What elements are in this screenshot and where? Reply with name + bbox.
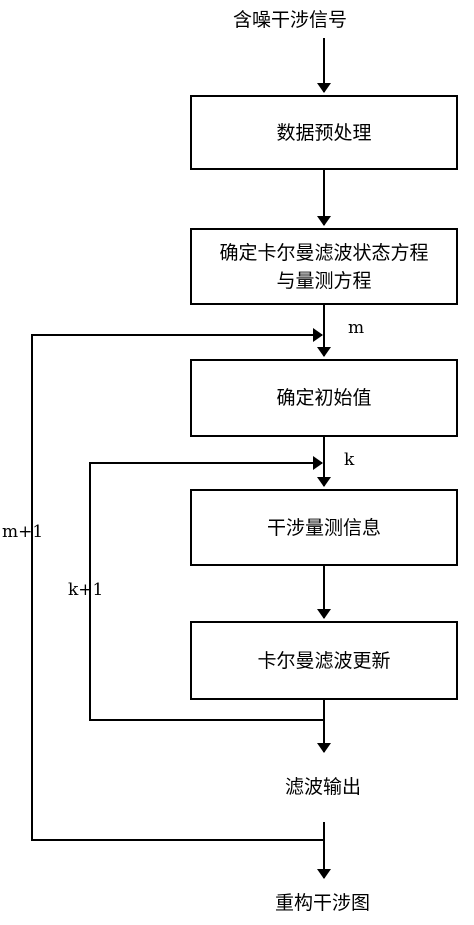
kalman-equations-line1: 确定卡尔曼滤波状态方程 [219,241,429,264]
reconstructed-interferogram-label: 重构干涉图 [275,892,371,914]
interference-measurement-label: 干涉量测信息 [266,516,381,539]
outer-loop-m-label: m [348,318,365,338]
filter-output-label: 滤波输出 [285,776,362,798]
outer-loop-m-line [31,328,324,841]
inner-loop-k-plus-1-label: k+1 [68,580,104,600]
input-signal-label: 含噪干涉信号 [233,9,348,31]
preprocess-label: 数据预处理 [276,121,372,144]
interference-measurement-box: 干涉量测信息 [190,489,458,566]
initial-value-label: 确定初始值 [276,387,372,409]
outer-loop-m-plus-1-label: m+1 [2,522,44,542]
kalman-update-label: 卡尔曼滤波更新 [257,649,391,672]
inner-loop-k-label: k [344,450,355,470]
preprocess-box: 数据预处理 [190,95,458,170]
initial-value-box: 确定初始值 [190,359,458,437]
kalman-equations-box: 确定卡尔曼滤波状态方程 与量测方程 [190,228,458,305]
inner-loop-k-line [89,456,324,721]
kalman-update-box: 卡尔曼滤波更新 [190,621,458,700]
kalman-equations-line2: 与量测方程 [276,269,372,292]
